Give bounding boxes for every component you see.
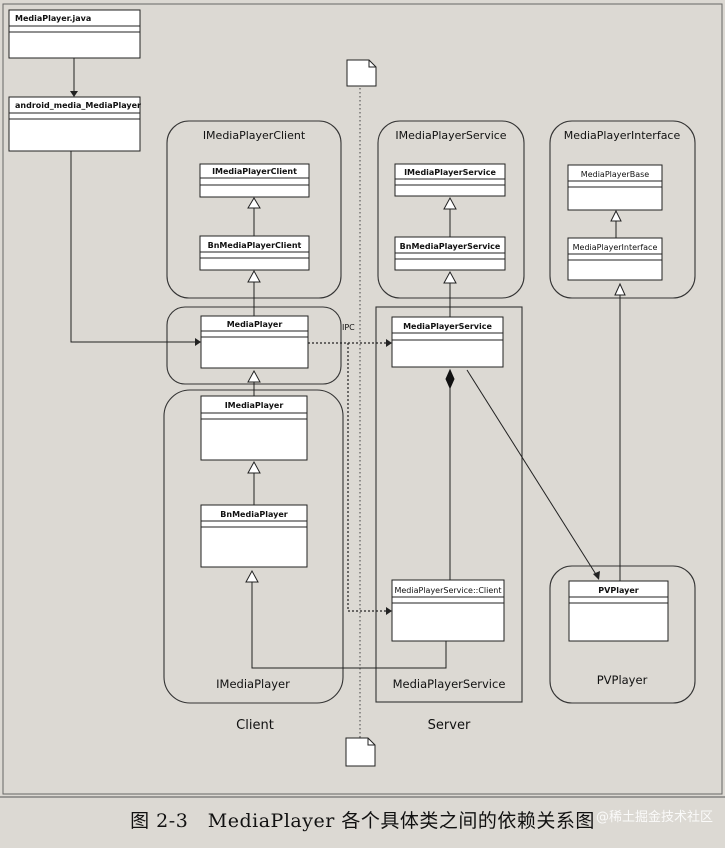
class-bnmediaplayerservice: BnMediaPlayerService (394, 236, 506, 271)
class-bnmediaplayerclient: BnMediaPlayerClient (199, 235, 310, 271)
edge-service-inherits-bnservice (443, 270, 457, 317)
edge-service-composes-serviceclient (445, 368, 455, 580)
class-mediaplayerservice: MediaPlayerService (391, 316, 504, 368)
class-name-mediaplayer: MediaPlayer (227, 320, 283, 329)
class-name-mediaplayer-java: MediaPlayer.java (15, 14, 91, 23)
class-name-pvplayer: PVPlayer (598, 586, 638, 595)
class-mediaplayerinterface: MediaPlayerInterface (567, 237, 663, 281)
class-name-bnmediaplayerservice: BnMediaPlayerService (400, 242, 501, 251)
edge-bnclient-inherits-iclient (247, 197, 261, 236)
edge-ipc-mediaplayer-to-serviceclient (347, 343, 392, 615)
class-imediaplayer: IMediaPlayer (200, 395, 308, 461)
group-footer-pvplayer: PVPlayer (597, 673, 648, 687)
group-footer-imediaplayer: IMediaPlayer (216, 677, 290, 691)
group-mediaplayerservice (375, 306, 523, 703)
group-title-imediaplayerservice: IMediaPlayerService (395, 129, 506, 142)
group-pvplayer (549, 565, 696, 704)
label-server: Server (428, 718, 471, 733)
label-client: Client (236, 718, 274, 733)
edge-serviceclient-inherits-bnmediaplayer (245, 569, 447, 669)
class-name-mediaplayerservice-client: MediaPlayerService::Client (394, 586, 501, 595)
class-mediaplayer-java: MediaPlayer.java (8, 9, 141, 59)
edge-java-to-jni (70, 58, 78, 97)
figure-caption: 图 2-3 MediaPlayer 各个具体类之间的依赖关系图 (130, 810, 595, 832)
class-name-bnmediaplayerclient: BnMediaPlayerClient (208, 241, 302, 250)
edge-mediaplayer-inherits-bnclient (247, 269, 261, 316)
edge-imediaplayer-to-mediaplayer (247, 369, 261, 396)
class-bnmediaplayer: BnMediaPlayer (200, 504, 308, 568)
class-imediaplayerclient: IMediaPlayerClient (199, 163, 310, 198)
class-mediaplayerbase: MediaPlayerBase (567, 164, 663, 211)
class-imediaplayerservice: IMediaPlayerService (394, 163, 506, 197)
class-pvplayer: PVPlayer (568, 580, 669, 642)
group-footer-mediaplayerservice: MediaPlayerService (393, 677, 506, 691)
group-title-imediaplayerclient: IMediaPlayerClient (203, 129, 306, 142)
class-name-imediaplayer: IMediaPlayer (225, 401, 284, 410)
edge-bnservice-inherits-iservice (443, 196, 457, 237)
class-name-imediaplayerclient: IMediaPlayerClient (212, 167, 297, 176)
class-name-mediaplayerbase: MediaPlayerBase (581, 170, 649, 179)
edge-pvplayer-inherits-playerinterface (614, 282, 626, 581)
edge-ipc-mediaplayer-to-service (308, 339, 392, 347)
class-name-bnmediaplayer: BnMediaPlayer (220, 510, 287, 519)
group-imediaplayerservice (377, 120, 525, 299)
class-name-mediaplayerservice: MediaPlayerService (403, 322, 492, 331)
class-name-mediaplayerinterface: MediaPlayerInterface (573, 243, 658, 252)
watermark: @稀土掘金技术社区 (595, 810, 713, 825)
class-mediaplayerservice-client: MediaPlayerService::Client (391, 579, 505, 642)
group-title-mediaplayerinterface: MediaPlayerInterface (564, 129, 681, 142)
document-icon-bottom (345, 737, 376, 767)
group-mediaplayerinterface (549, 120, 696, 299)
class-name-android-media-mediaplayer: android_media_MediaPlayer (15, 101, 141, 110)
edge-bnmediaplayer-inherits-imediaplayer (247, 460, 261, 505)
class-name-imediaplayerservice: IMediaPlayerService (404, 168, 496, 177)
edge-service-to-pvplayer (466, 369, 600, 580)
document-icon-top (346, 59, 377, 87)
class-mediaplayer: MediaPlayer (200, 315, 309, 369)
label-ipc: IPC (342, 323, 355, 332)
page-frame (2, 3, 723, 795)
edge-playerinterface-inherits-playerbase (610, 209, 622, 238)
class-android-media-mediaplayer: android_media_MediaPlayer (8, 96, 141, 152)
edge-jni-to-mediaplayer (70, 151, 201, 346)
